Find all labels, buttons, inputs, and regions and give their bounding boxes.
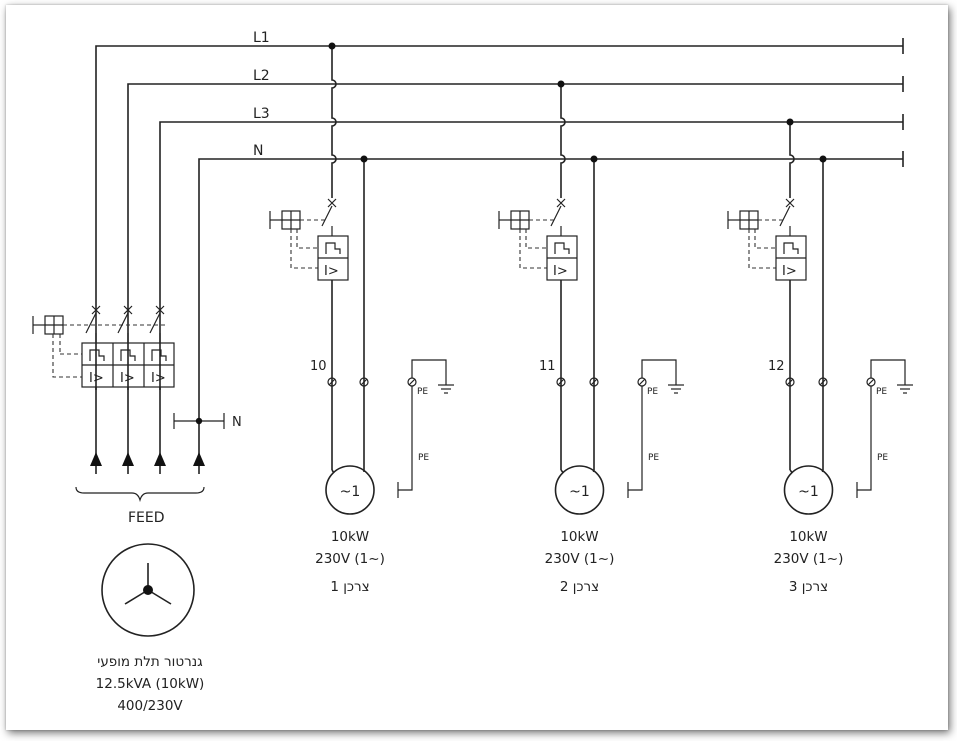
- pe-label-top-2: PE: [647, 387, 658, 397]
- thermal-element-1: [325, 242, 341, 254]
- terminal-1-1: [327, 377, 337, 387]
- consumer-name-1: צרכן 1: [330, 579, 369, 595]
- switch-cross-2: [556, 198, 566, 208]
- consumer-name-3: צרכן 3: [789, 579, 828, 595]
- pe-label-side-1: PE: [418, 453, 429, 463]
- phase-drop-1: [331, 46, 337, 198]
- motor-label-1: ~1: [340, 484, 361, 500]
- switch-blade-3: [779, 205, 791, 227]
- pe-label-top-1: PE: [417, 387, 428, 397]
- terminal-2-2: [589, 377, 599, 387]
- bus-bars: L1 L2 L3 N: [95, 30, 904, 474]
- terminal-3-2: [818, 377, 828, 387]
- motor-label-2: ~1: [569, 484, 590, 500]
- motor-2: [554, 465, 605, 515]
- feed-arrow-l2: [122, 452, 134, 466]
- bus-l3-label: L3: [253, 106, 270, 122]
- feed-neutral-label: N: [232, 415, 242, 430]
- generator-voltage: 400/230V: [117, 698, 183, 714]
- consumer-power-2: 10kW: [560, 529, 598, 545]
- feed-arrow-l1: [90, 452, 102, 466]
- terminal-number-3: 12: [768, 359, 785, 374]
- neutral-junction-1: [360, 155, 368, 163]
- feed-trip-label-2: I>: [120, 371, 135, 386]
- bus-l1: [95, 45, 903, 390]
- pe-label-top-3: PE: [876, 387, 887, 397]
- phase-drop-3: [789, 122, 795, 198]
- pe-wire-top-3: [870, 359, 906, 385]
- motor-3: [783, 465, 834, 515]
- switch-cross-3: [785, 198, 795, 208]
- consumer-voltage-3: 230V (1~): [774, 551, 844, 567]
- trip-label-2: I>: [553, 264, 568, 279]
- feed-label: FEED: [128, 510, 165, 526]
- feed-thermal-1: [89, 349, 105, 361]
- motor-1: [325, 465, 375, 515]
- feed-arrow-n: [193, 452, 205, 466]
- phase-junction-1: [328, 42, 336, 50]
- phase-junction-3: [786, 118, 794, 126]
- generator-rating: 12.5kVA (10kW): [96, 676, 205, 692]
- feed-trip-label-3: I>: [151, 371, 166, 386]
- generator-circle: [101, 543, 195, 637]
- switch-cross-1: [327, 198, 337, 208]
- feed-breaker: I> I> I>: [32, 305, 205, 474]
- feed-pole-1: [85, 305, 101, 343]
- feed-arrow-l3: [154, 452, 166, 466]
- pe-wire-motor-3: [857, 386, 872, 491]
- feed-trip-label-1: I>: [89, 371, 104, 386]
- feed-pole-3: [149, 305, 165, 343]
- generator-title: גנרטור תלת מופעי: [97, 654, 203, 670]
- phase-junction-2: [557, 80, 565, 88]
- trip-label-1: I>: [324, 264, 339, 279]
- bus-l1-label: L1: [253, 30, 270, 46]
- thermal-element-3: [783, 242, 799, 254]
- terminal-number-1: 10: [310, 359, 327, 374]
- pe-label-side-2: PE: [648, 453, 659, 463]
- bus-l2: [127, 83, 903, 390]
- bus-n: [198, 158, 903, 474]
- trip-label-3: I>: [782, 264, 797, 279]
- switch-blade-1: [321, 205, 333, 227]
- phase-drop-2: [560, 84, 566, 198]
- motor-label-3: ~1: [798, 484, 819, 500]
- consumer-power-1: 10kW: [331, 529, 369, 545]
- feed-brace: [75, 486, 205, 503]
- feed-thermal-2: [120, 349, 136, 361]
- pe-wire-top-1: [411, 359, 447, 385]
- terminal-1-2: [359, 377, 369, 387]
- terminal-3-1: [785, 377, 795, 387]
- pe-wire-motor-1: [398, 386, 413, 491]
- consumer-voltage-1: 230V (1~): [315, 551, 385, 567]
- neutral-junction-3: [819, 155, 827, 163]
- diagram-frame: [6, 5, 948, 730]
- pe-wire-motor-2: [628, 386, 643, 491]
- bus-l2-label: L2: [253, 68, 270, 84]
- consumer-name-2: צרכן 2: [560, 579, 599, 595]
- bus-l3: [159, 121, 903, 390]
- feed-pole-2: [117, 305, 133, 343]
- feed-thermal-3: [151, 349, 167, 361]
- thermal-element-2: [554, 242, 570, 254]
- neutral-junction-2: [590, 155, 598, 163]
- pe-wire-top-2: [641, 359, 677, 385]
- consumer-power-3: 10kW: [789, 529, 827, 545]
- bus-n-label: N: [253, 143, 263, 159]
- consumer-voltage-2: 230V (1~): [545, 551, 615, 567]
- feed-neutral-terminal: N: [173, 413, 242, 430]
- terminal-2-1: [556, 377, 566, 387]
- generator-symbol: [101, 543, 195, 637]
- switch-blade-2: [550, 205, 562, 227]
- pe-label-side-3: PE: [877, 453, 888, 463]
- terminal-number-2: 11: [539, 359, 556, 374]
